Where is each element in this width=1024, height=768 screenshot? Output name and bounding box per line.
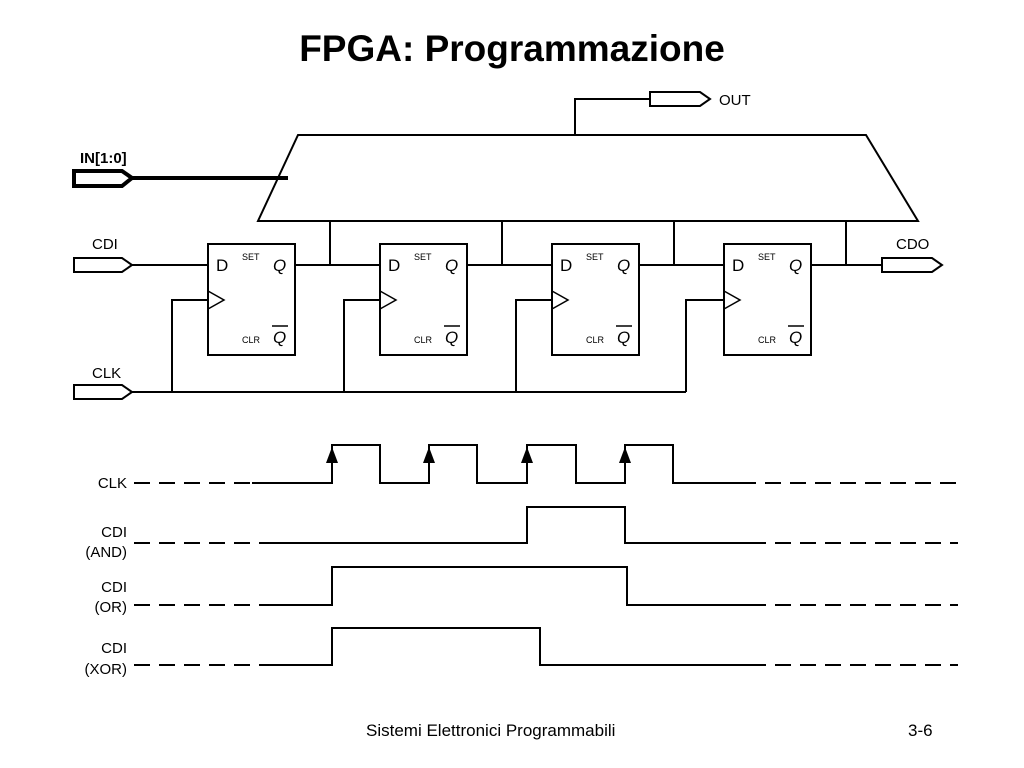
in-bus-label: IN[1:0] — [80, 150, 127, 167]
ff2-clr: CLR — [414, 335, 433, 345]
out-port — [649, 91, 712, 107]
clk-port — [73, 384, 134, 400]
wave-and-label-1: CDI — [101, 524, 127, 541]
clk-branch-3 — [515, 299, 552, 392]
clk-label: CLK — [92, 365, 121, 382]
cdi-label: CDI — [92, 236, 118, 253]
ff2-d: D — [388, 256, 400, 275]
ff4-q: Q — [789, 256, 802, 275]
flipflop-3: D SET Q CLR Q — [551, 243, 640, 356]
ff3-clr: CLR — [586, 335, 605, 345]
flipflop-1: D SET Q CLR Q — [207, 243, 296, 356]
clk-branch-2 — [343, 299, 380, 392]
ff1-d: D — [216, 256, 228, 275]
cdi-port — [73, 257, 134, 273]
wave-xor-label-1: CDI — [101, 640, 127, 657]
in-bus-port — [72, 169, 136, 188]
wave-clk — [252, 444, 740, 484]
ff2-q: Q — [445, 256, 458, 275]
cdo-label: CDO — [896, 236, 929, 253]
slide-title: FPGA: Programmazione — [299, 28, 725, 69]
ff3-set: SET — [586, 252, 604, 262]
ff1-clr: CLR — [242, 335, 261, 345]
lut-multiplexer — [256, 134, 920, 222]
wave-or — [262, 566, 750, 606]
ff4-qbar: Q — [789, 328, 802, 347]
ff4-d: D — [732, 256, 744, 275]
clk-branch-1 — [171, 299, 208, 392]
footer-page-number: 3-6 — [908, 721, 933, 740]
ff3-q: Q — [617, 256, 630, 275]
wave-xor-label-2: (XOR) — [85, 661, 128, 678]
out-label: OUT — [719, 92, 751, 109]
wave-or-label-1: CDI — [101, 579, 127, 596]
out-wire — [574, 98, 650, 135]
ff4-clr: CLR — [758, 335, 777, 345]
wave-and — [262, 506, 750, 544]
flipflop-4: D SET Q CLR Q — [723, 243, 812, 356]
ff4-set: SET — [758, 252, 776, 262]
wave-and-label-2: (AND) — [85, 544, 127, 561]
ff2-set: SET — [414, 252, 432, 262]
flipflop-2: D SET Q CLR Q — [379, 243, 468, 356]
clk-edge-arrows — [326, 447, 631, 463]
cdo-port — [881, 257, 944, 273]
wave-or-label-2: (OR) — [95, 599, 128, 616]
ff3-qbar: Q — [617, 328, 630, 347]
ff3-d: D — [560, 256, 572, 275]
wave-xor — [262, 627, 750, 666]
wave-clk-label: CLK — [98, 475, 127, 492]
footer-course: Sistemi Elettronici Programmabili — [366, 721, 616, 740]
ff1-qbar: Q — [273, 328, 286, 347]
ff1-q: Q — [273, 256, 286, 275]
clk-branch-4 — [685, 299, 724, 392]
ff1-set: SET — [242, 252, 260, 262]
ff2-qbar: Q — [445, 328, 458, 347]
